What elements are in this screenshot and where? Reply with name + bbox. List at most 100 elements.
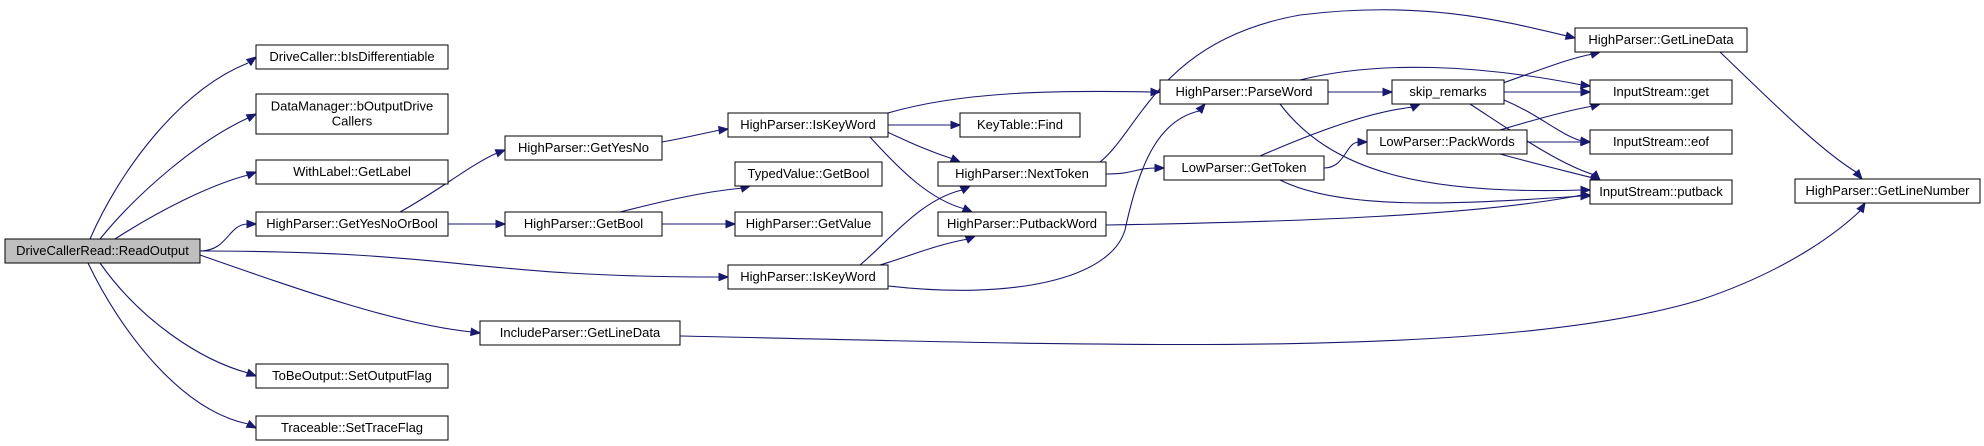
edge-line: [1259, 106, 1414, 157]
node-inputstream-get[interactable]: InputStream::get: [1589, 79, 1733, 105]
edge-n21-to-n25: [1719, 51, 1863, 181]
node-tobeoutput-setoutputflag[interactable]: ToBeOutput::SetOutputFlag: [255, 363, 449, 389]
node-label: HighParser::IsKeyWord: [740, 117, 876, 132]
edge-n0-to-n3: [114, 171, 258, 240]
edge-n15-to-n21: [1099, 9, 1577, 163]
node-label: HighParser::GetBool: [524, 216, 643, 231]
edge-arrowhead: [718, 125, 730, 135]
edge-n20-to-n22: [1499, 102, 1602, 131]
edge-arrowhead: [725, 219, 737, 229]
node-box: [1589, 79, 1733, 105]
edge-line: [99, 117, 249, 240]
node-label: DriveCaller::bIsDifferentiable: [269, 49, 434, 64]
edge-n19-to-n22: [1504, 87, 1592, 97]
node-skip-remarks[interactable]: skip_remarks: [1391, 79, 1505, 105]
edge-arrowhead: [1195, 102, 1206, 115]
node-label: Traceable::SetTraceFlag: [281, 420, 423, 435]
edge-arrowhead: [1382, 87, 1394, 97]
node-box: [1366, 129, 1528, 155]
edge-line: [1279, 179, 1583, 204]
node-box: [255, 159, 449, 185]
edge-line: [87, 262, 249, 425]
nodes-layer: DriveCallerRead::ReadOutput DriveCaller::…: [4, 27, 1981, 441]
node-highparser-getyesno[interactable]: HighParser::GetYesNo: [504, 135, 663, 161]
edge-n10-to-n12: [619, 184, 752, 213]
edge-arrowhead: [1580, 137, 1592, 147]
edge-line: [1499, 53, 1594, 85]
edge-arrowhead: [959, 185, 972, 195]
node-label: HighParser::PutbackWord: [947, 216, 1097, 231]
edge-line: [1503, 99, 1583, 142]
edge-line: [661, 129, 721, 143]
node-box: [1794, 178, 1981, 204]
edge-n17-to-n24: [1279, 103, 1592, 195]
edge-arrowhead: [245, 368, 258, 377]
node-label: HighParser::IsKeyWord: [740, 269, 876, 284]
node-label: KeyTable::Find: [977, 117, 1063, 132]
edge-line: [89, 62, 249, 240]
node-includeparser-getlinedata[interactable]: IncludeParser::GetLineData: [479, 320, 681, 346]
node-box: [1163, 155, 1325, 181]
node-label: InputStream::eof: [1613, 134, 1709, 149]
node-highparser-getlinenumber[interactable]: HighParser::GetLineNumber: [1794, 178, 1981, 204]
node-highparser-getyesnoorbool[interactable]: HighParser::GetYesNoOrBool: [255, 211, 449, 237]
node-traceable-settraceflag[interactable]: Traceable::SetTraceFlag: [255, 415, 449, 441]
node-inputstream-eof[interactable]: InputStream::eof: [1589, 129, 1733, 155]
node-box: [1589, 179, 1733, 205]
edge-line: [199, 223, 249, 252]
edge-n6-to-n25: [679, 201, 1866, 346]
edge-line: [869, 136, 966, 210]
node-label: HighParser::GetYesNo: [518, 140, 649, 155]
node-label: HighParser::GetLineData: [1588, 32, 1734, 47]
node-typedvalue-getbool[interactable]: TypedValue::GetBool: [734, 161, 883, 187]
node-box: [734, 211, 883, 237]
node-highparser-getlinedata[interactable]: HighParser::GetLineData: [1574, 27, 1748, 53]
node-highparser-iskeyword[interactable]: HighParser::IsKeyWord: [727, 112, 889, 138]
edge-line: [114, 174, 249, 240]
edge-arrowhead: [470, 327, 482, 337]
node-highparser-iskeyword[interactable]: HighParser::IsKeyWord: [727, 264, 889, 290]
node-box: [479, 320, 681, 346]
edge-line: [1299, 66, 1583, 86]
edge-n10-to-n13: [662, 219, 737, 229]
node-highparser-getbool[interactable]: HighParser::GetBool: [504, 211, 663, 237]
edge-n20-to-n23: [1527, 137, 1592, 147]
edge-line: [859, 189, 963, 266]
node-label: ToBeOutput::SetOutputFlag: [272, 368, 432, 383]
edge-line: [1099, 9, 1568, 163]
node-label: skip_remarks: [1409, 84, 1487, 99]
node-drivecallerread-readoutput[interactable]: DriveCallerRead::ReadOutput: [4, 238, 201, 264]
edge-arrowhead: [1409, 103, 1422, 112]
node-lowparser-packwords[interactable]: LowParser::PackWords: [1366, 129, 1528, 155]
node-label: LowParser::GetToken: [1181, 160, 1306, 175]
node-highparser-nexttoken[interactable]: HighParser::NextToken: [937, 161, 1107, 187]
node-label: TypedValue::GetBool: [748, 166, 870, 181]
node-highparser-putbackword[interactable]: HighParser::PutbackWord: [937, 211, 1107, 237]
edge-n5-to-n16: [879, 235, 977, 266]
edge-n5-to-n17: [887, 102, 1206, 291]
node-highparser-getvalue[interactable]: HighParser::GetValue: [734, 211, 883, 237]
node-highparser-parseword[interactable]: HighParser::ParseWord: [1159, 79, 1329, 105]
edge-line: [199, 250, 721, 278]
node-box: [734, 161, 883, 187]
edge-n11-to-n17: [887, 87, 1162, 114]
node-label: Callers: [332, 114, 373, 129]
node-label: HighParser::GetValue: [746, 216, 872, 231]
edge-line: [1499, 153, 1594, 179]
edge-line: [887, 110, 1200, 291]
edge-n4-to-n10: [448, 219, 507, 229]
edges-layer: [87, 9, 1866, 429]
edge-arrowhead: [1580, 191, 1592, 201]
node-inputstream-putback[interactable]: InputStream::putback: [1589, 179, 1733, 205]
node-drivecaller-bisdifferentiable[interactable]: DriveCaller::bIsDifferentiable: [255, 44, 449, 70]
edge-arrowhead: [1357, 137, 1369, 147]
node-withlabel-getlabel[interactable]: WithLabel::GetLabel: [255, 159, 449, 185]
node-keytable-find[interactable]: KeyTable::Find: [959, 112, 1081, 138]
edge-arrowhead: [1154, 163, 1166, 173]
edge-n17-to-n22: [1299, 66, 1592, 90]
edge-arrowhead: [949, 154, 962, 163]
edge-line: [679, 210, 1861, 346]
node-lowparser-gettoken[interactable]: LowParser::GetToken: [1163, 155, 1325, 181]
